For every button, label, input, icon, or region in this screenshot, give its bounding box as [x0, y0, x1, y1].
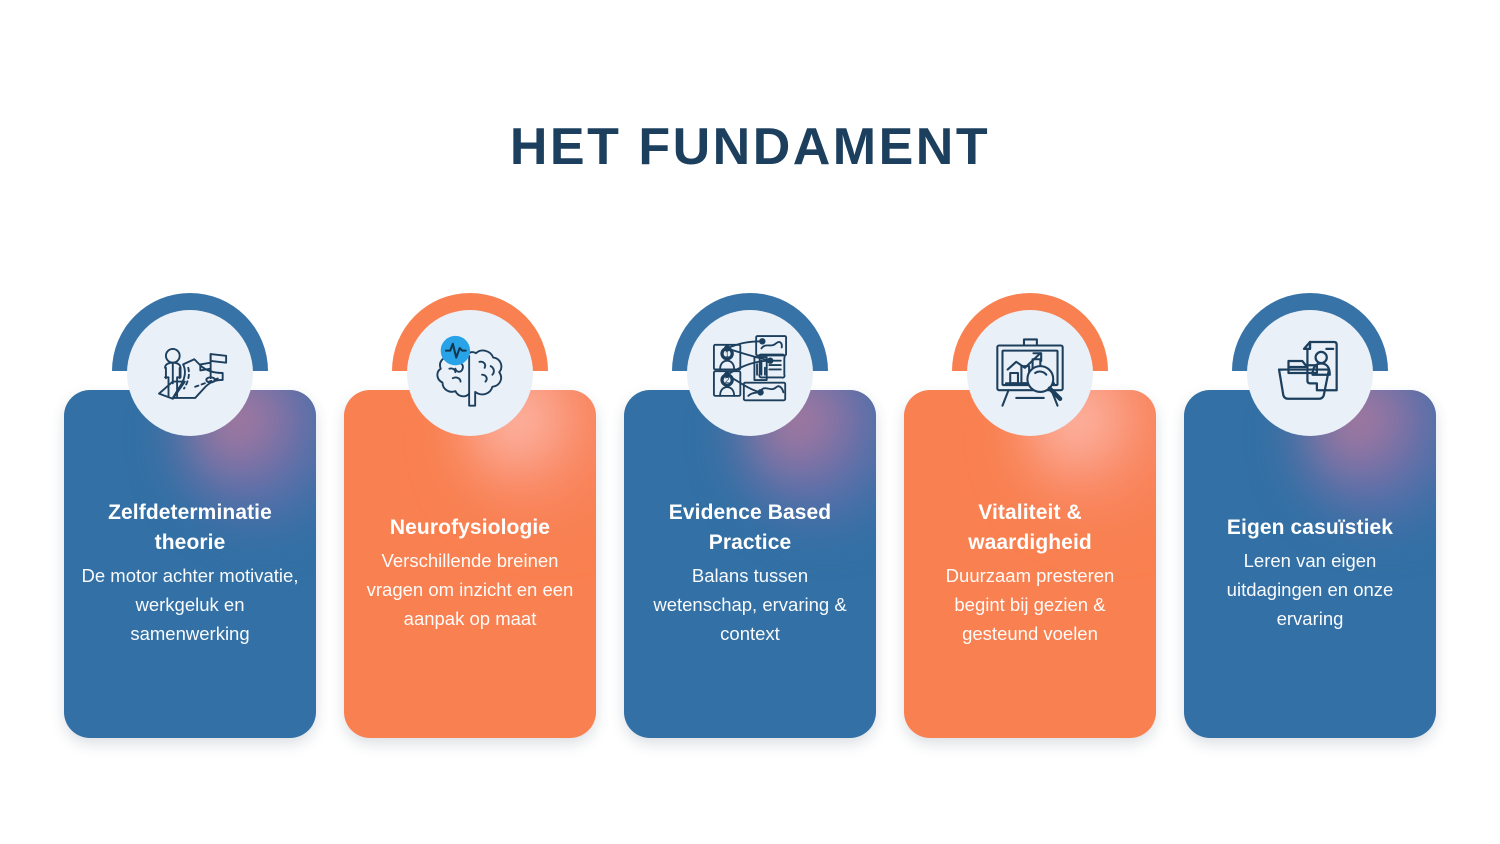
person-at-crossroads-signpost-icon [147, 330, 233, 416]
card-body [64, 390, 316, 738]
card-description: Leren van eigen uitdagingen en onze erva… [1226, 550, 1394, 629]
card-text: Neurofysiologie Verschillende breinen vr… [344, 390, 596, 738]
card-description: Duurzaam presteren begint bij gezien & g… [945, 565, 1115, 644]
card-heading: Neurofysiologie [389, 515, 551, 539]
card-vitaliteit-en-waardigheid[interactable]: Vitaliteit & waardigheid Duurzaam preste… [904, 293, 1156, 743]
card-zelfdeterminatie-theorie[interactable]: Zelfdeterminatie theorie De motor achter… [64, 293, 316, 743]
card-description: Balans tussen wetenschap, ervaring & con… [653, 565, 847, 644]
foundation-cards-row: Zelfdeterminatie theorie De motor achter… [64, 293, 1436, 743]
card-description: De motor achter motivatie, werkgeluk en … [81, 565, 299, 644]
card-heading: Eigen casuïstiek [1226, 515, 1394, 539]
brain-with-pulse-icon [427, 330, 513, 416]
card-neurofysiologie[interactable]: Neurofysiologie Verschillende breinen vr… [344, 293, 596, 743]
svg-text:1: 1 [725, 350, 730, 359]
card-description: Verschillende breinen vragen om inzicht … [366, 550, 574, 629]
card-text: Vitaliteit & waardigheid Duurzaam preste… [904, 390, 1156, 738]
card-heading: Evidence Based Practice [668, 500, 832, 554]
card-text: Zelfdeterminatie theorie De motor achter… [64, 390, 316, 738]
card-heading: Zelfdeterminatie theorie [108, 500, 272, 554]
card-heading: Vitaliteit & waardigheid [968, 500, 1092, 554]
card-evidence-based-practice[interactable]: 1 2 Evidence Based Practice Balans tusse… [624, 293, 876, 743]
card-text: Evidence Based Practice Balans tussen we… [624, 390, 876, 738]
page-title: HET FUNDAMENT [509, 117, 991, 176]
svg-text:2: 2 [725, 376, 729, 385]
card-eigen-casuistiek[interactable]: Eigen casuïstiek Leren van eigen uitdagi… [1184, 293, 1436, 743]
card-text: Eigen casuïstiek Leren van eigen uitdagi… [1184, 390, 1436, 738]
